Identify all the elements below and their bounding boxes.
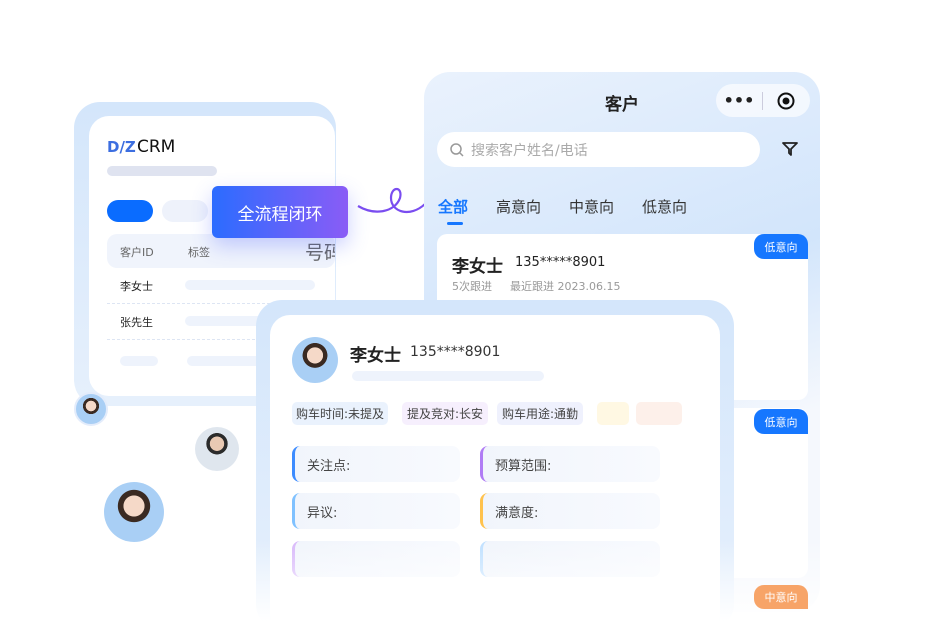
logo: D/Z: [107, 138, 136, 156]
intent-badge: 低意向: [754, 409, 808, 434]
tab-underline: [447, 222, 463, 225]
field-focus: 关注点:: [292, 446, 460, 482]
intent-badge-mid: 中意向: [754, 585, 808, 609]
filter-icon[interactable]: [781, 140, 799, 158]
close-target-icon[interactable]: [763, 92, 809, 110]
col-tag: 标签: [188, 246, 210, 259]
placeholder-bar: [107, 166, 217, 176]
filter-pill[interactable]: [162, 200, 208, 222]
crm-list-inner: D/Z CRM 客户ID 标签 号码 李女士 张先生: [89, 116, 335, 396]
search-input[interactable]: 搜索客户姓名/电话: [437, 132, 760, 167]
detail-phone: 135****8901: [410, 344, 501, 360]
tag: 购车用途:通勤: [497, 402, 583, 425]
avatar: [74, 392, 108, 426]
tag: 提及竞对:长安: [402, 402, 488, 425]
closed-loop-badge: 全流程闭环: [212, 186, 348, 238]
avatar: [104, 482, 164, 542]
row-name: 张先生: [120, 316, 153, 329]
table-row[interactable]: 张先生: [107, 312, 335, 340]
tab-high-intent[interactable]: 高意向: [496, 198, 542, 216]
intent-badge: 低意向: [754, 234, 808, 259]
table-row[interactable]: 李女士: [107, 276, 335, 304]
tab-mid-intent[interactable]: 中意向: [569, 198, 615, 216]
brand-name: CRM: [137, 137, 176, 157]
tab-low-intent[interactable]: 低意向: [642, 198, 688, 216]
table-header: 客户ID 标签 号码: [107, 234, 335, 268]
more-icon[interactable]: •••: [723, 91, 755, 110]
tag: 购车时间:未提及: [292, 402, 388, 425]
customer-name: 李女士: [452, 257, 503, 277]
tab-all[interactable]: 全部: [438, 198, 469, 216]
tag: [636, 402, 682, 425]
filter-pill-active[interactable]: [107, 200, 153, 222]
avatar: [195, 427, 239, 471]
col-id: 客户ID: [120, 246, 154, 259]
field-objection: 异议:: [292, 493, 460, 529]
tag: [597, 402, 629, 425]
col-phone: 号码: [305, 242, 335, 264]
field-satisfaction: 满意度:: [480, 493, 660, 529]
followup-count: 5次跟进: [452, 280, 492, 293]
page-title: 客户: [605, 95, 639, 115]
search-icon: [450, 142, 464, 157]
capsule-menu[interactable]: •••: [716, 84, 810, 117]
avatar: [292, 337, 338, 383]
detail-name: 李女士: [350, 346, 401, 366]
last-followup: 最近跟进 2023.06.15: [510, 280, 621, 293]
search-placeholder: 搜索客户姓名/电话: [471, 142, 588, 159]
field-budget: 预算范围:: [480, 446, 660, 482]
customer-phone: 135*****8901: [515, 255, 606, 270]
row-name: 李女士: [120, 280, 153, 293]
